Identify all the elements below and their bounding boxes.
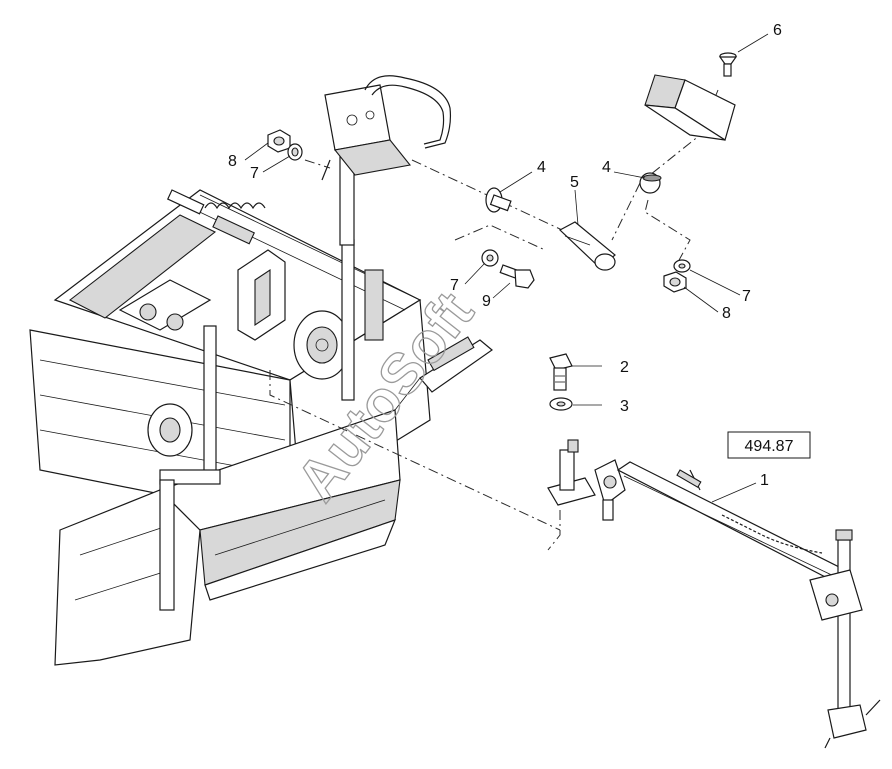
leader-lines xyxy=(244,33,769,503)
washer-3 xyxy=(549,397,573,411)
washer-7-upper xyxy=(287,143,303,161)
callout-8-right: 8 xyxy=(722,305,731,322)
washer-7-middle xyxy=(481,249,499,267)
pin-4-right xyxy=(639,172,662,194)
callout-4-right: 4 xyxy=(602,159,611,176)
callout-9: 9 xyxy=(482,293,491,310)
cover-plate xyxy=(644,74,736,141)
callout-3: 3 xyxy=(620,398,629,415)
callout-7-right: 7 xyxy=(742,288,751,305)
bolt-9 xyxy=(499,264,535,289)
sleeve-5 xyxy=(558,221,616,271)
callout-5: 5 xyxy=(570,174,579,191)
reference-box: 494.87 xyxy=(727,431,811,459)
support-posts xyxy=(159,145,384,611)
reference-number: 494.87 xyxy=(745,438,794,455)
callouts: 1 2 3 4 4 5 6 7 7 7 8 8 9 xyxy=(228,22,782,489)
callout-8-upper: 8 xyxy=(228,153,237,170)
nut-8-right xyxy=(663,271,687,293)
callout-2: 2 xyxy=(620,359,629,376)
callout-7-upper: 7 xyxy=(250,165,259,182)
spring-assembly xyxy=(166,189,266,245)
washer-7-right xyxy=(673,259,691,273)
nut-8-upper xyxy=(267,129,291,153)
callout-4-left: 4 xyxy=(537,159,546,176)
callout-1: 1 xyxy=(760,472,769,489)
loose-parts xyxy=(267,52,738,411)
control-bracket xyxy=(321,75,452,181)
screw-6 xyxy=(718,52,738,77)
bolt-2 xyxy=(549,353,573,391)
callout-6: 6 xyxy=(773,22,782,39)
callout-7-middle: 7 xyxy=(450,277,459,294)
pin-4-left xyxy=(485,187,512,213)
side-bracket xyxy=(394,336,493,411)
sensor-arm-assembly xyxy=(547,439,881,749)
